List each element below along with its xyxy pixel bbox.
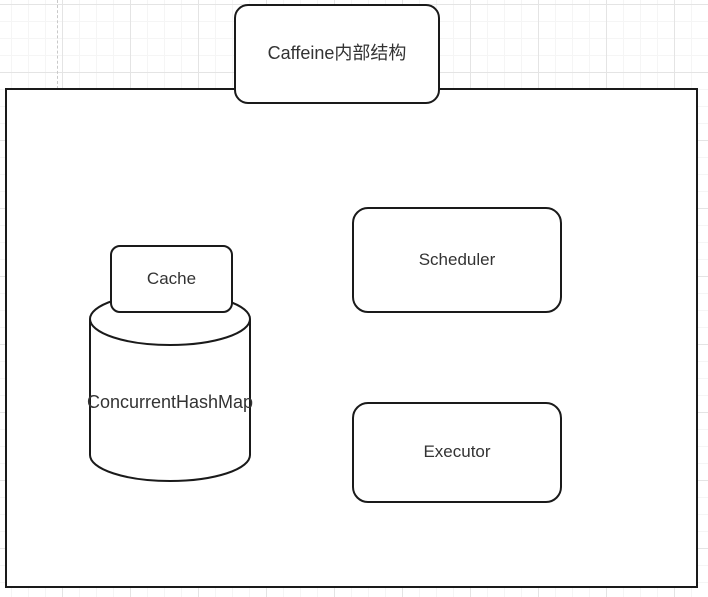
executor-label: Executor <box>423 442 491 462</box>
concurrenthashmap-cylinder-shape <box>89 292 251 482</box>
executor-node: Executor <box>352 402 562 503</box>
cache-node: Cache <box>110 245 233 313</box>
title-label: Caffeine内部结构 <box>267 43 407 64</box>
cylinder-body <box>89 292 251 482</box>
cache-label: Cache <box>146 268 197 288</box>
title-box: Caffeine内部结构 <box>234 4 440 104</box>
scheduler-node: Scheduler <box>352 207 562 313</box>
page-boundary-line <box>57 0 58 89</box>
concurrenthashmap-label: ConcurrentHashMap <box>86 392 254 412</box>
cylinder-top-ellipse <box>89 318 251 346</box>
scheduler-label: Scheduler <box>418 249 496 269</box>
